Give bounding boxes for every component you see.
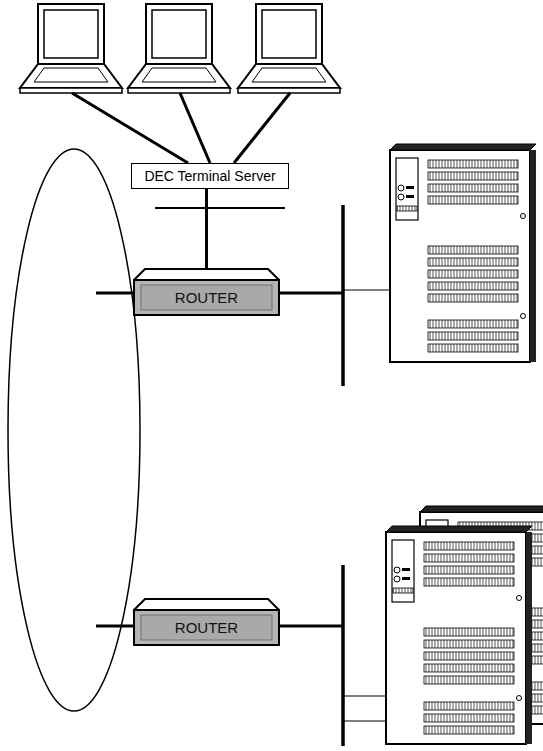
server-label: DEC Terminal Server bbox=[144, 168, 275, 184]
network-cable bbox=[205, 189, 208, 268]
router-label: ROUTER bbox=[175, 619, 238, 636]
router-box: ROUTER bbox=[133, 598, 280, 646]
router-box: ROUTER bbox=[133, 268, 280, 316]
router-label: ROUTER bbox=[175, 289, 238, 306]
server-box: DEC Terminal Server bbox=[131, 163, 289, 189]
